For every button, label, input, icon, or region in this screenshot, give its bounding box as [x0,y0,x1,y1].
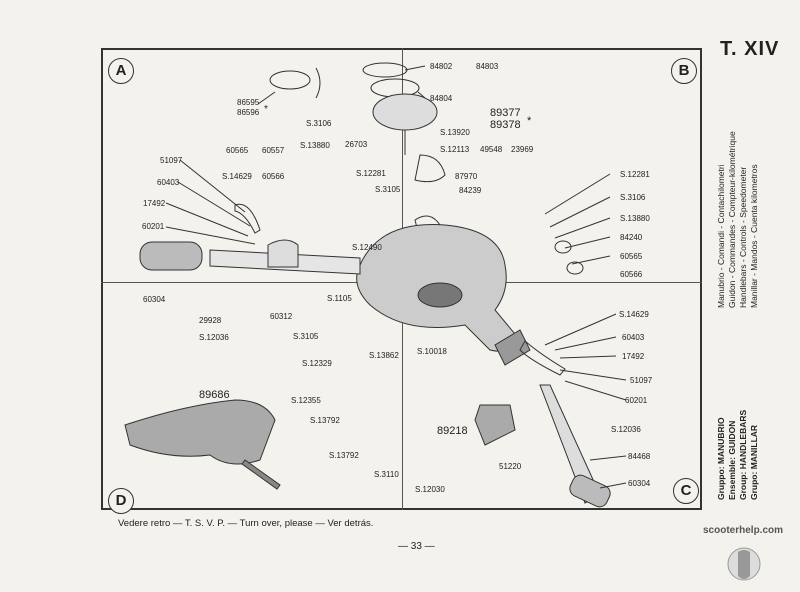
speedometer-socket-shape [417,282,463,308]
watermark-text: scooterhelp.com [703,525,784,536]
part-label: S.13792 [310,416,340,425]
part-label: 60312 [270,312,293,321]
part-label: 60566 [620,270,643,279]
part-label: S.12355 [291,396,321,405]
part-label: S.14629 [222,172,252,181]
part-label: S.3106 [306,119,332,128]
part-label: 84239 [459,186,482,195]
part-label: 60403 [622,333,645,342]
part-label: 84803 [476,62,499,71]
part-label: 86596 [237,108,260,117]
assembled-handlebar-shape [124,399,276,465]
right-lever-shape [519,340,566,376]
part-label: 23969 [511,145,534,154]
part-label: 87970 [455,172,478,181]
part-label-asterisk: * [264,104,268,115]
corner-label-b: B [671,58,697,84]
corner-label-a: A [108,58,134,84]
part-label: S.3105 [293,332,319,341]
part-label: S.12329 [302,359,332,368]
part-label: S.13920 [440,128,470,137]
speedometer-body-shape [372,93,438,131]
part-label: 51097 [630,376,653,385]
part-label: 60304 [143,295,166,304]
turn-over-note: Vedere retro — T. S. V. P. — Turn over, … [118,518,374,529]
part-label-asterisk: * [527,115,532,127]
part-label: 84240 [620,233,643,242]
part-label: S.3105 [375,185,401,194]
glass-ring-shape [362,62,408,78]
part-label: 89218 [437,425,468,437]
corner-label-d: D [108,488,134,514]
part-label: S.12036 [199,333,229,342]
part-label: S.12113 [440,145,470,154]
part-label: 17492 [622,352,645,361]
page-number: — 33 — [398,541,435,552]
part-label: 51097 [160,156,183,165]
part-label: S.12281 [620,170,650,179]
corner-label-c: C [673,478,699,504]
part-label: S.13792 [329,451,359,460]
part-label: S.1105 [327,294,352,303]
part-label: S.12036 [611,425,641,434]
part-label: 51220 [499,462,522,471]
part-label: 89377 [490,107,521,119]
part-label: 60565 [620,252,643,261]
speedometer-bezel-shape [269,70,311,90]
part-label: 60557 [262,146,285,155]
part-label: 17492 [143,199,166,208]
part-label: 26703 [345,140,368,149]
plate-number: T. XIV [720,38,780,60]
part-label: S.3110 [374,470,399,479]
part-label: 84468 [628,452,651,461]
part-89218-shape [474,404,516,446]
part-label: 60201 [142,222,165,231]
part-label: 89686 [199,389,230,401]
diagram-frame [101,48,702,510]
left-grip-shape [139,241,203,271]
part-label: 49548 [480,145,503,154]
part-label: 60201 [625,396,648,405]
part-label: 60566 [262,172,285,181]
part-label: S.10018 [417,347,447,356]
part-label: S.14629 [619,310,649,319]
scooter-logo-icon [727,547,761,581]
part-label: S.13880 [300,141,330,150]
part-label: 84804 [430,94,453,103]
part-label: S.12490 [352,243,382,252]
bracket-shape [414,154,446,183]
part-label: 60403 [157,178,180,187]
part-label: S.13862 [369,351,399,360]
part-label: 29928 [199,316,222,325]
part-label: S.12281 [356,169,386,178]
part-label: 60304 [628,479,651,488]
right-grip-shape [569,474,611,508]
part-label: 60565 [226,146,249,155]
part-label: 84802 [430,62,453,71]
part-label: 89378 [490,119,521,131]
part-label: S.3106 [620,193,646,202]
part-label: 86595 [237,98,260,107]
left-lever-shape [234,203,261,234]
part-label: S.13880 [620,214,650,223]
part-label: S.12030 [415,485,445,494]
